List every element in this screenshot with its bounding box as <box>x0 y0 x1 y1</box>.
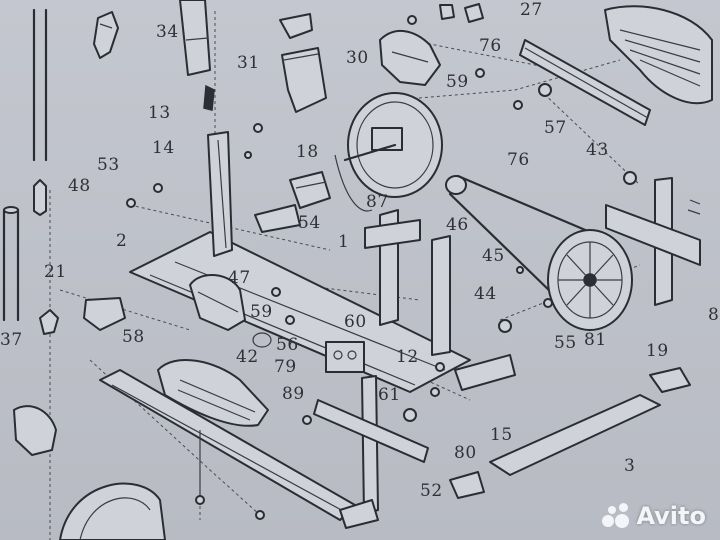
part-label-54: 54 <box>298 213 321 233</box>
part-label-59a: 59 <box>446 72 469 92</box>
part-label-80: 80 <box>454 443 477 463</box>
avito-watermark: Avito <box>602 502 706 530</box>
part-label-53: 53 <box>97 155 120 175</box>
part-label-21: 21 <box>44 262 67 282</box>
part-label-87: 87 <box>366 192 389 212</box>
part-label-76a: 76 <box>479 36 502 56</box>
end-cap-21 <box>39 297 126 335</box>
watermark-text: Avito <box>636 502 706 530</box>
seat-parts <box>279 13 327 113</box>
part-label-60: 60 <box>344 312 367 332</box>
part-label-52: 52 <box>420 481 443 501</box>
part-label-2: 2 <box>116 231 128 251</box>
part-label-55: 55 <box>554 333 577 353</box>
part-label-61: 61 <box>378 385 401 405</box>
part-label-8: 8 <box>708 305 720 325</box>
round-cover-bottom-left <box>59 482 166 540</box>
part-label-1: 1 <box>338 232 350 252</box>
part-label-45: 45 <box>482 246 505 266</box>
rear-arm-right <box>519 39 651 126</box>
side-cover-left <box>189 273 246 331</box>
crank-assembly <box>199 375 429 529</box>
belt-and-pulley <box>445 174 633 332</box>
rear-upright-frame <box>605 177 701 306</box>
pedal-arm-58 <box>13 358 356 521</box>
main-frame <box>129 131 471 393</box>
part-label-46: 46 <box>446 215 469 235</box>
part-label-42: 42 <box>236 347 259 367</box>
part-label-44: 44 <box>474 284 497 304</box>
rod-left <box>2 8 48 322</box>
part-label-79: 79 <box>274 357 297 377</box>
part-label-47: 47 <box>228 268 251 288</box>
part-label-34: 34 <box>156 22 179 42</box>
part-label-18: 18 <box>296 142 319 162</box>
part-label-43: 43 <box>586 140 609 160</box>
part-label-81: 81 <box>584 330 607 350</box>
bracket-part-34 <box>93 11 119 59</box>
part-label-19: 19 <box>646 341 669 361</box>
front-stabilizer-3 <box>449 354 691 499</box>
adjuster-block <box>252 332 365 373</box>
shroud-cover <box>379 3 484 86</box>
part-label-3: 3 <box>624 456 636 476</box>
part-label-57: 57 <box>544 118 567 138</box>
upright-tube <box>179 0 215 111</box>
part-label-30: 30 <box>346 48 369 68</box>
part-label-56: 56 <box>276 335 299 355</box>
part-label-48: 48 <box>68 176 91 196</box>
fasteners <box>126 15 637 520</box>
flywheel-18 <box>334 92 443 212</box>
avito-logo-icon <box>602 503 632 529</box>
part-label-14: 14 <box>152 138 175 158</box>
part-label-31: 31 <box>237 53 260 73</box>
part-label-27: 27 <box>520 0 543 20</box>
part-label-12: 12 <box>396 347 419 367</box>
part-label-89: 89 <box>282 384 305 404</box>
pedal-top-right <box>604 5 713 105</box>
part-label-76b: 76 <box>507 150 530 170</box>
console-54 <box>289 171 331 209</box>
part-label-15: 15 <box>490 425 513 445</box>
part-label-13: 13 <box>148 103 171 123</box>
part-label-37: 37 <box>0 330 23 350</box>
part-label-59b: 59 <box>250 302 273 322</box>
part-label-58: 58 <box>122 327 145 347</box>
